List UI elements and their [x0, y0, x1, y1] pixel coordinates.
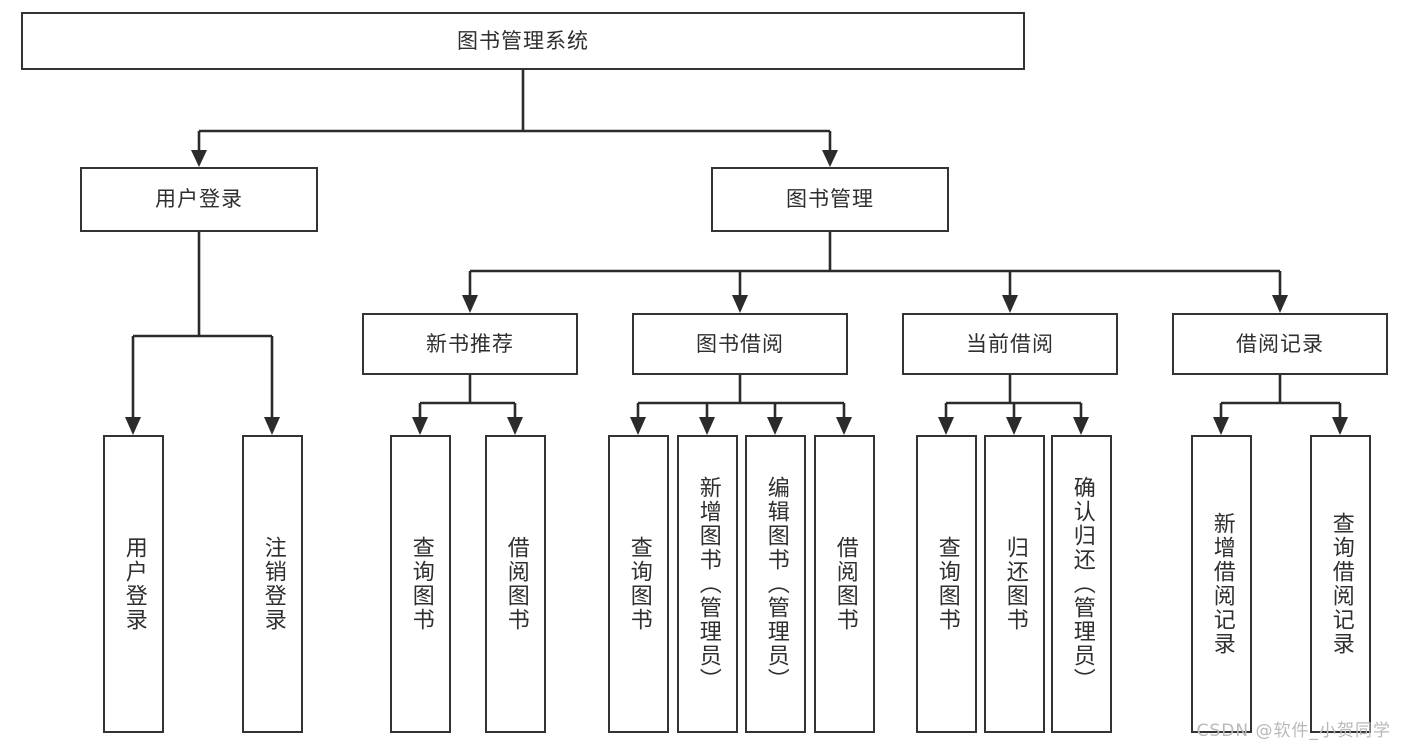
node-label: 借阅记录	[1236, 331, 1324, 356]
leaf-user-login[interactable]: 用户登录	[103, 435, 164, 733]
leaf-records-add-record[interactable]: 新增借阅记录	[1191, 435, 1252, 733]
node-label: 当前借阅	[966, 331, 1054, 356]
node-root[interactable]: 图书管理系统	[21, 12, 1025, 70]
node-label: 用户登录	[155, 187, 243, 212]
leaf-newbook-borrow-book[interactable]: 借阅图书	[485, 435, 546, 733]
node-label: 编辑图书（管理员）	[763, 476, 789, 692]
leaf-borrow-add-book-admin[interactable]: 新增图书（管理员）	[677, 435, 738, 733]
node-new-book-recommend[interactable]: 新书推荐	[362, 313, 578, 375]
node-label: 确认归还（管理员）	[1069, 476, 1095, 692]
leaf-logout[interactable]: 注销登录	[242, 435, 303, 733]
node-user-login[interactable]: 用户登录	[80, 167, 318, 232]
node-book-management[interactable]: 图书管理	[711, 167, 949, 232]
node-label: 查询图书	[934, 536, 960, 632]
leaf-records-search-record[interactable]: 查询借阅记录	[1310, 435, 1371, 733]
node-label: 归还图书	[1002, 536, 1028, 632]
leaf-current-return-book[interactable]: 归还图书	[984, 435, 1045, 733]
node-book-borrow[interactable]: 图书借阅	[632, 313, 848, 375]
leaf-borrow-search-book[interactable]: 查询图书	[608, 435, 669, 733]
leaf-borrow-borrow-book[interactable]: 借阅图书	[814, 435, 875, 733]
leaf-current-confirm-return-admin[interactable]: 确认归还（管理员）	[1051, 435, 1112, 733]
node-label: 借阅图书	[832, 536, 858, 632]
node-label: 新增借阅记录	[1209, 512, 1235, 656]
node-label: 新书推荐	[426, 331, 514, 356]
node-label: 图书借阅	[696, 331, 784, 356]
node-label: 图书管理系统	[457, 28, 589, 53]
leaf-borrow-edit-book-admin[interactable]: 编辑图书（管理员）	[745, 435, 806, 733]
node-label: 查询图书	[408, 536, 434, 632]
watermark: CSDN @软件_小贺同学	[1196, 721, 1391, 741]
node-borrow-records[interactable]: 借阅记录	[1172, 313, 1388, 375]
node-label: 注销登录	[260, 536, 286, 632]
node-label: 查询借阅记录	[1328, 512, 1354, 656]
node-label: 用户登录	[121, 536, 147, 632]
node-label: 图书管理	[786, 187, 874, 212]
node-label: 查询图书	[626, 536, 652, 632]
leaf-current-search-book[interactable]: 查询图书	[916, 435, 977, 733]
node-label: 新增图书（管理员）	[695, 476, 721, 692]
node-current-borrow[interactable]: 当前借阅	[902, 313, 1118, 375]
leaf-newbook-search-book[interactable]: 查询图书	[390, 435, 451, 733]
node-label: 借阅图书	[503, 536, 529, 632]
